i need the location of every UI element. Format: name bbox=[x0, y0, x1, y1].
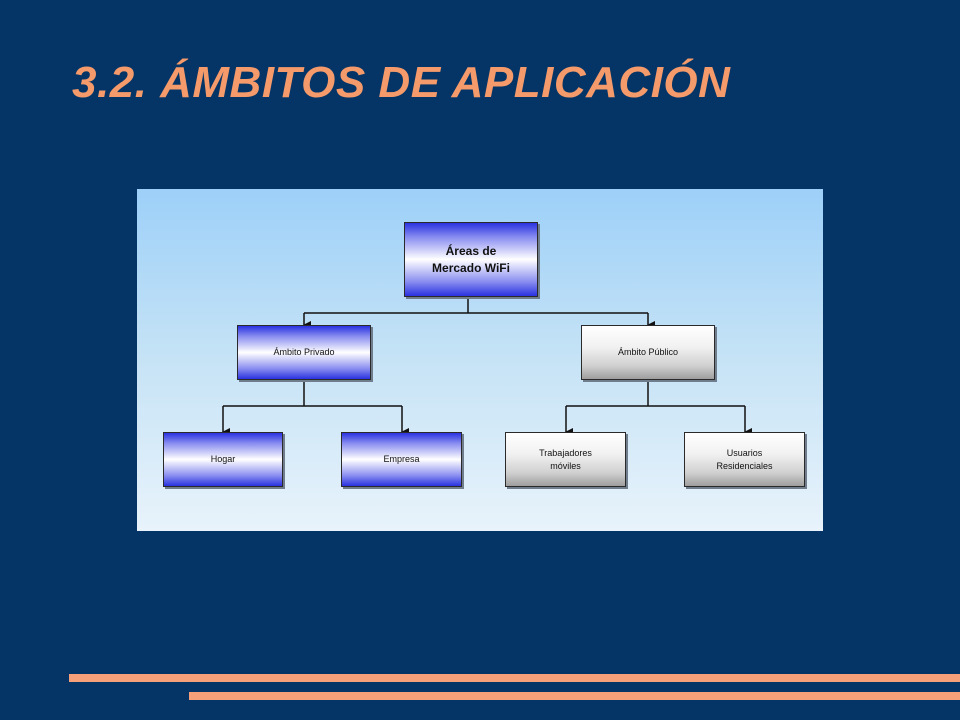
private-scope-label: Ámbito Privado bbox=[273, 347, 335, 358]
wifi-market-diagram: Áreas de Mercado WiFi Ámbito Privado Ámb… bbox=[137, 189, 823, 531]
public-scope-label: Ámbito Público bbox=[617, 347, 679, 358]
root-node-line1: Áreas de bbox=[445, 244, 497, 259]
trabajadores-moviles-node: Trabajadores móviles bbox=[505, 432, 626, 487]
diagram-connectors bbox=[222, 297, 752, 436]
hogar-node: Hogar bbox=[163, 432, 283, 487]
accent-bar-bottom bbox=[189, 692, 960, 700]
root-node: Áreas de Mercado WiFi bbox=[404, 222, 538, 297]
usuarios-residenciales-node: Usuarios Residenciales bbox=[684, 432, 805, 487]
usuarios-residenciales-line1: Usuarios bbox=[726, 448, 763, 459]
empresa-node: Empresa bbox=[341, 432, 462, 487]
usuarios-residenciales-line2: Residenciales bbox=[716, 460, 773, 471]
public-scope-node: Ámbito Público bbox=[581, 325, 715, 380]
trabajadores-moviles-line2: móviles bbox=[550, 460, 581, 471]
accent-bar-top bbox=[69, 674, 960, 682]
root-node-line2: Mercado WiFi bbox=[432, 260, 510, 275]
trabajadores-moviles-line1: Trabajadores bbox=[539, 448, 592, 459]
slide-title: 3.2. ÁMBITOS DE APLICACIÓN bbox=[72, 58, 731, 107]
private-scope-node: Ámbito Privado bbox=[237, 325, 371, 380]
empresa-label: Empresa bbox=[383, 454, 420, 465]
hogar-label: Hogar bbox=[210, 454, 236, 465]
